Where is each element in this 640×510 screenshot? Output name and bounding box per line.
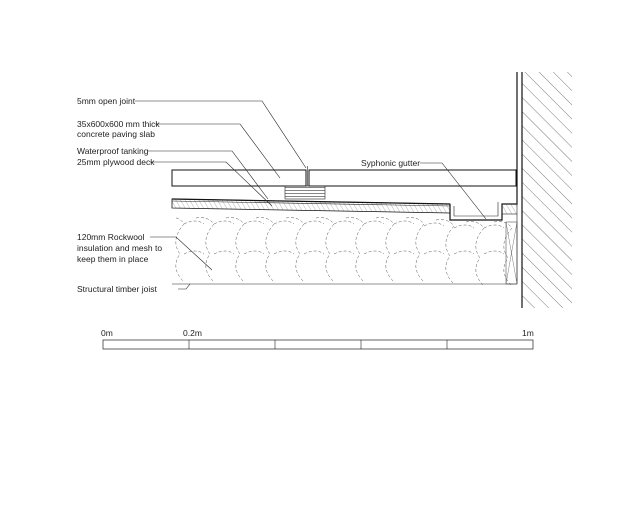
label-open-joint: 5mm open joint — [77, 96, 136, 106]
scale-label-1: 1m — [522, 328, 534, 338]
paving-slabs — [171, 166, 517, 187]
label-paving-line1: 35x600x600 mm thick — [77, 119, 160, 129]
leader-rockwool — [150, 236, 213, 271]
insulation-zone — [172, 214, 518, 287]
label-tanking: Waterproof tanking — [77, 146, 149, 156]
leader-paving — [155, 123, 281, 179]
label-plywood: 25mm plywood deck — [77, 157, 155, 167]
label-rockwool-line3: keep them in place — [77, 254, 149, 264]
label-gutter: Syphonic gutter — [361, 158, 420, 168]
syphonic-gutter — [449, 196, 518, 221]
scale-label-0-2: 0.2m — [183, 328, 202, 338]
label-paving-line2: concrete paving slab — [77, 129, 155, 139]
leader-tanking — [148, 150, 269, 200]
scale-bar: 0m 0.2m 1m — [101, 328, 534, 350]
label-rockwool-line2: insulation and mesh to — [77, 243, 162, 253]
label-rockwool-line1: 120mm Rockwool — [77, 232, 145, 242]
label-joist: Structural timber joist — [77, 284, 157, 294]
leader-open-joint — [135, 100, 307, 169]
paving-pedestal — [284, 185, 326, 200]
plywood-deck — [171, 198, 451, 214]
leader-plywood — [150, 161, 273, 207]
scale-label-0: 0m — [101, 328, 113, 338]
leader-joist — [178, 283, 191, 290]
leader-gutter — [420, 162, 487, 220]
masonry-wall — [516, 72, 572, 308]
